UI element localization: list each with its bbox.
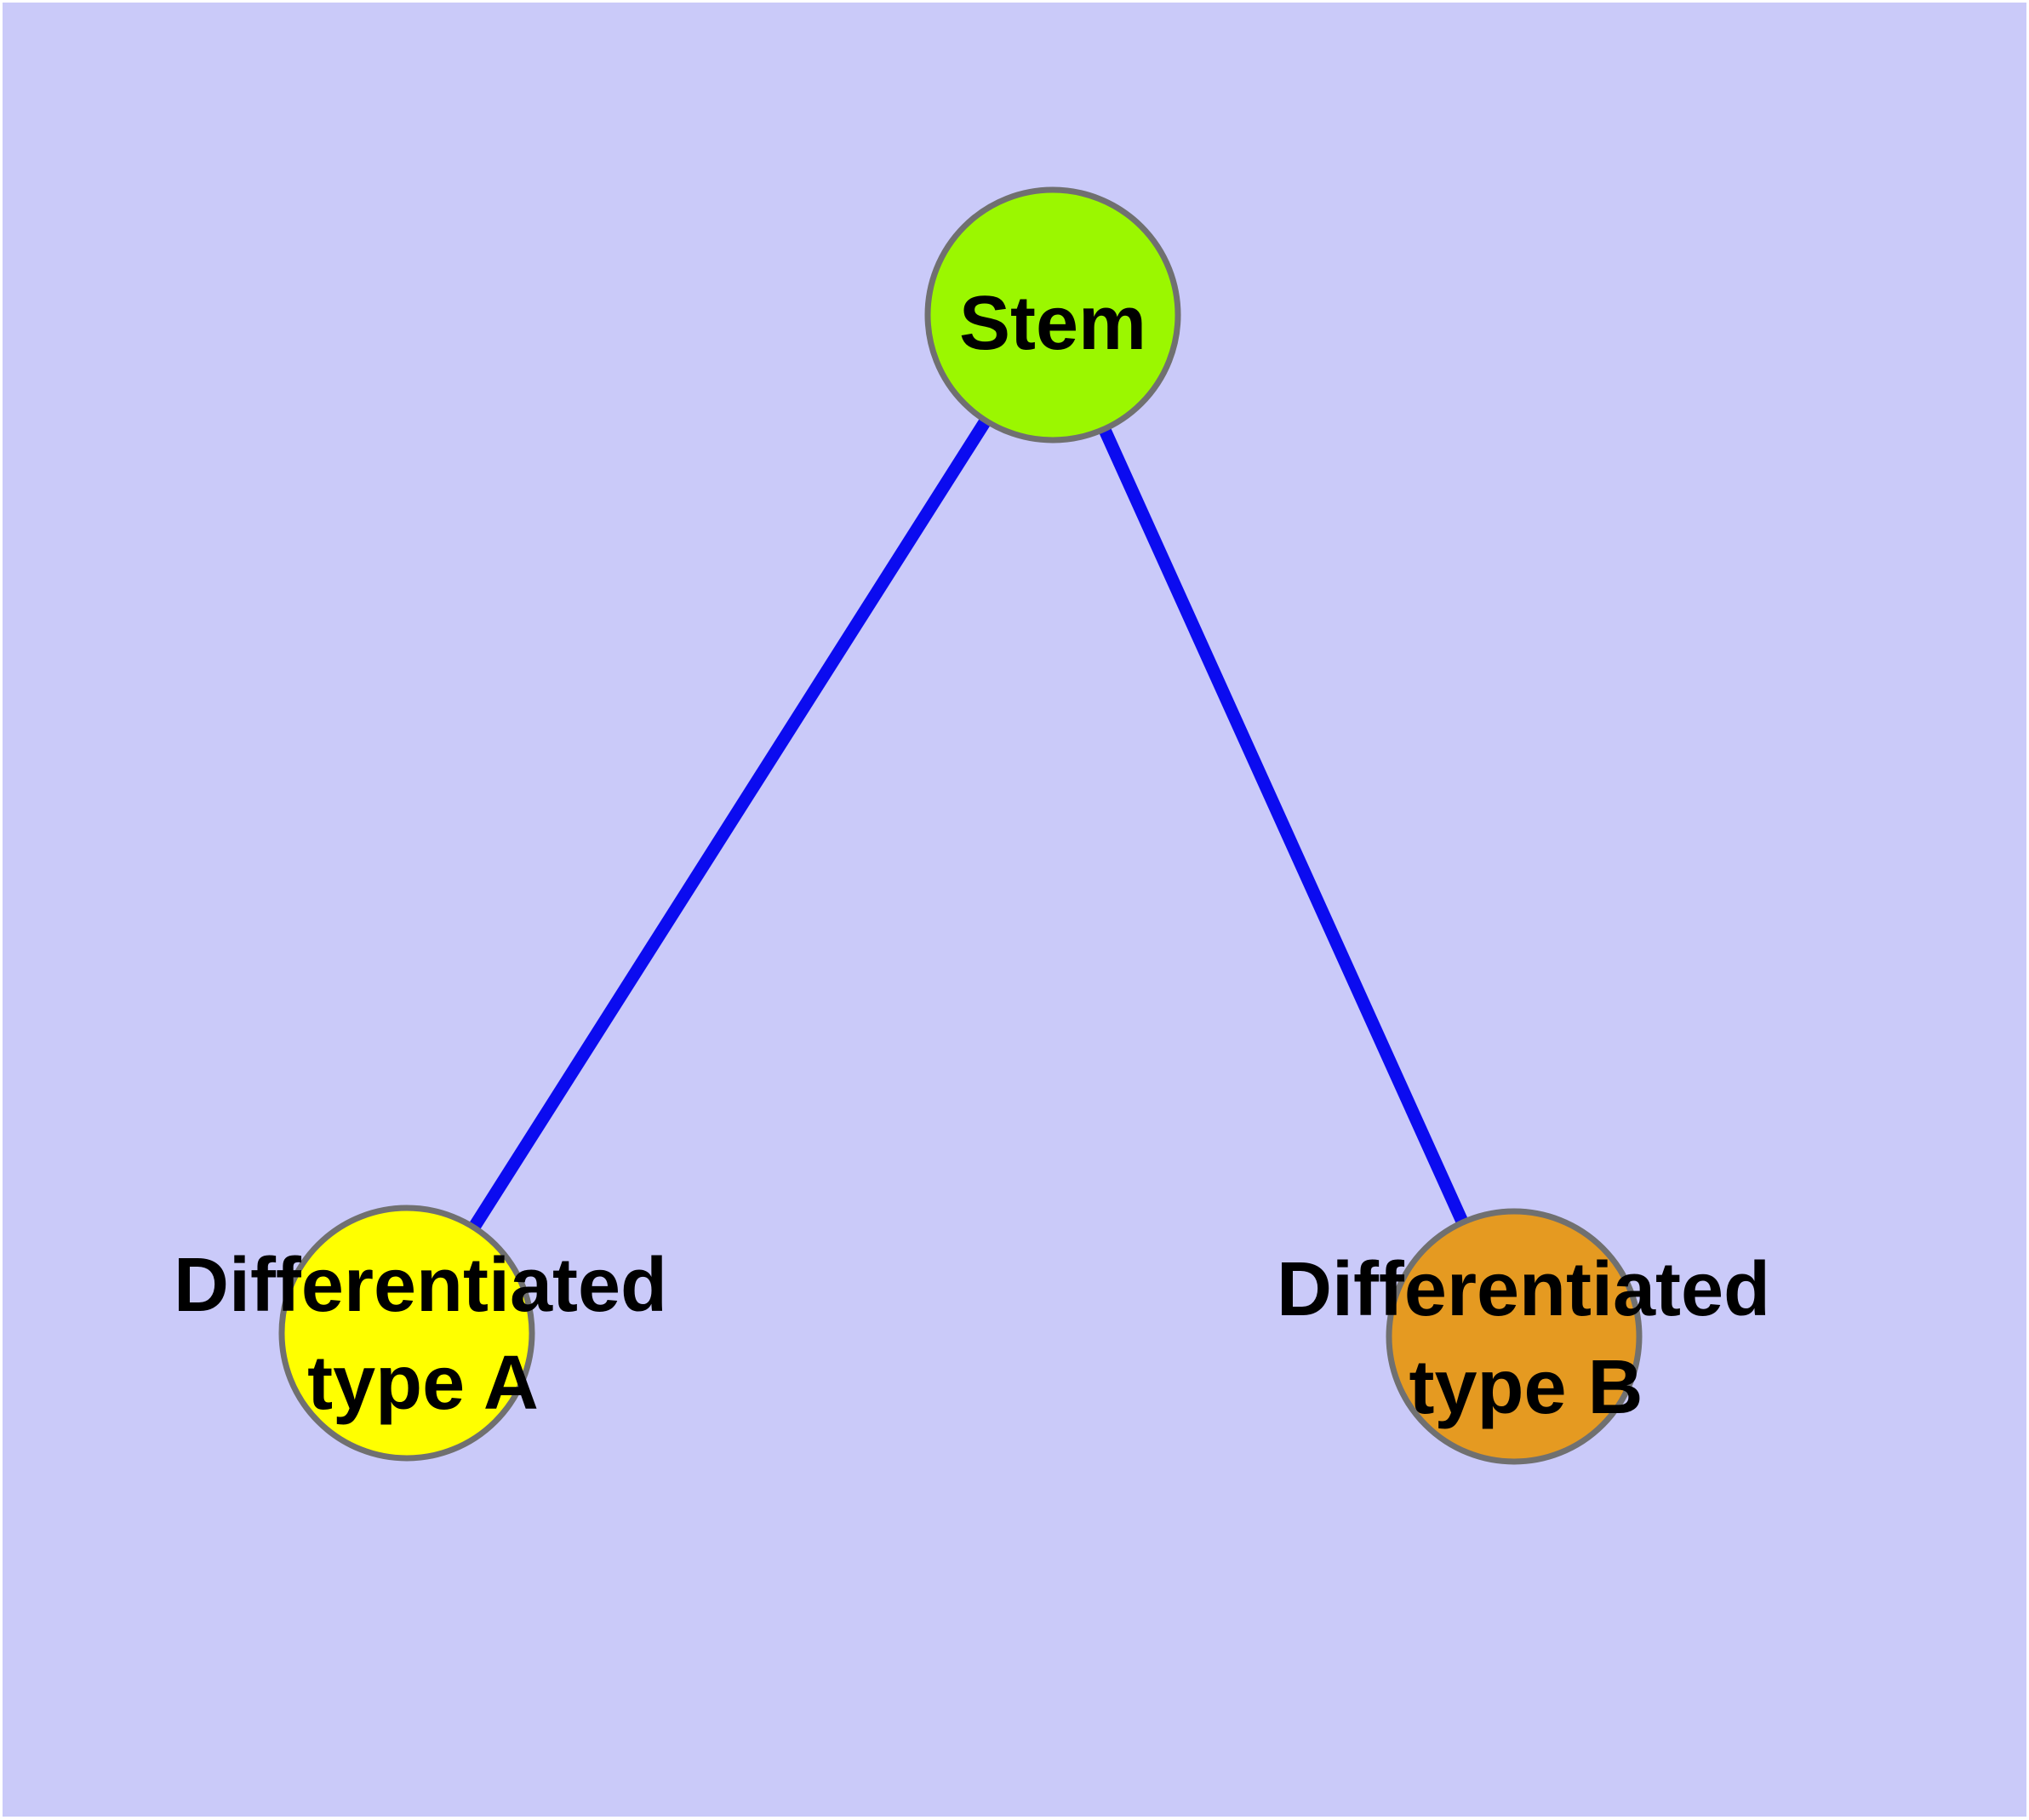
edge-stem-to-type-b	[1047, 312, 1520, 1340]
stem-node-label: Stem	[959, 281, 1146, 366]
differentiated-type-a-label-line2: type A	[307, 1341, 539, 1426]
differentiated-type-a-label-line1: Differentiated	[174, 1243, 667, 1328]
differentiated-type-a-node	[278, 1205, 535, 1462]
differentiated-type-b-label-line1: Differentiated	[1277, 1247, 1770, 1332]
stem-node	[924, 186, 1181, 444]
differentiated-type-b-node	[1386, 1208, 1643, 1465]
differentiated-type-b-label-line2: type B	[1409, 1345, 1643, 1430]
edge-stem-to-type-a	[401, 311, 1059, 1337]
